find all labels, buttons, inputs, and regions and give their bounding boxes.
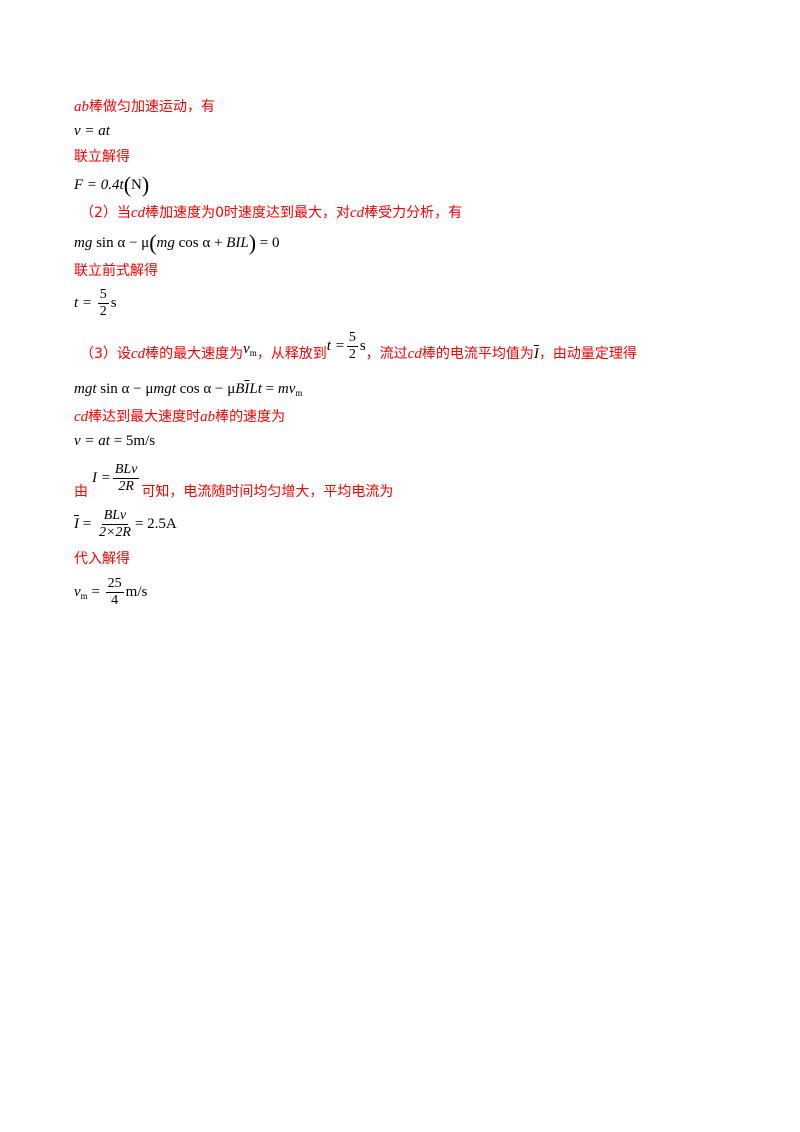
text-segment: ，从释放到: [256, 345, 327, 362]
var-ab: ab: [200, 409, 216, 425]
var-cd: cd: [130, 205, 146, 221]
formula-unit: N: [131, 177, 142, 193]
text-segment: 可知，电流随时间均匀增大，平均电流为: [141, 483, 394, 500]
var-ibar: I: [533, 345, 539, 362]
formula-unit: s: [110, 294, 117, 311]
formula-part: cos α +: [174, 235, 227, 251]
text-segment: 由: [74, 483, 88, 500]
text-segment: 联立前式解得: [74, 263, 158, 279]
text-line-max-speed: cd棒达到最大速度时ab棒的速度为: [74, 410, 285, 425]
formula-v-at: v = at: [74, 124, 110, 139]
formula-part: sin α − μ: [92, 235, 150, 251]
text-line-1: ab棒做匀加速运动，有: [74, 100, 215, 115]
formula-v-5: v = at = 5m/s: [74, 433, 156, 449]
formula-force-balance: mg sin α − μ(mg cos α + BIL) = 0: [74, 230, 280, 255]
text-segment: ，流过: [365, 345, 408, 362]
formula-part: mg: [74, 235, 93, 251]
var-cd: cd: [74, 409, 89, 425]
formula-text: v = at: [74, 123, 110, 139]
formula-t: t: [119, 177, 124, 193]
var-vm: v: [243, 340, 250, 357]
formula-part: mg: [156, 235, 175, 251]
text-segment: 联立解得: [74, 149, 130, 165]
text-segment: （2）当: [80, 205, 131, 221]
text-segment: （3）设: [80, 345, 131, 362]
var-cd: cd: [350, 205, 365, 221]
formula-lhs: t =: [74, 294, 93, 311]
text-segment: 棒加速度为0时速度达到最大，对: [145, 205, 351, 221]
text-segment: ，由动量定理得: [538, 345, 637, 362]
text-segment: 棒的电流平均值为: [421, 345, 534, 362]
formula-momentum: mgt sin α − μmgt cos α − μBILt = mvm: [74, 381, 303, 398]
var-cd: cd: [407, 345, 422, 362]
text-segment: 棒做匀加速运动，有: [89, 99, 215, 115]
text-segment: 棒的最大速度为: [145, 345, 244, 362]
text-line-solve: 联立解得: [74, 150, 130, 164]
var-cd: cd: [130, 345, 146, 362]
formula-force: F = 0.4t(N): [74, 172, 150, 197]
text-line-solve2: 联立前式解得: [74, 264, 158, 278]
text-segment: 棒达到最大速度时: [88, 409, 201, 425]
formula-part: = 0: [256, 235, 280, 251]
text-segment: 棒受力分析，有: [364, 205, 463, 221]
text-line-part2: （2）当cd棒加速度为0时速度达到最大，对cd棒受力分析，有: [80, 206, 462, 221]
formula-lhs: F = 0.4: [74, 177, 120, 193]
formula-part: BIL: [226, 235, 249, 251]
text-segment: 棒的速度为: [215, 409, 286, 425]
var-ab: ab: [74, 99, 89, 115]
text-line-substitute: 代入解得: [74, 552, 130, 566]
text-segment: 代入解得: [74, 551, 130, 567]
